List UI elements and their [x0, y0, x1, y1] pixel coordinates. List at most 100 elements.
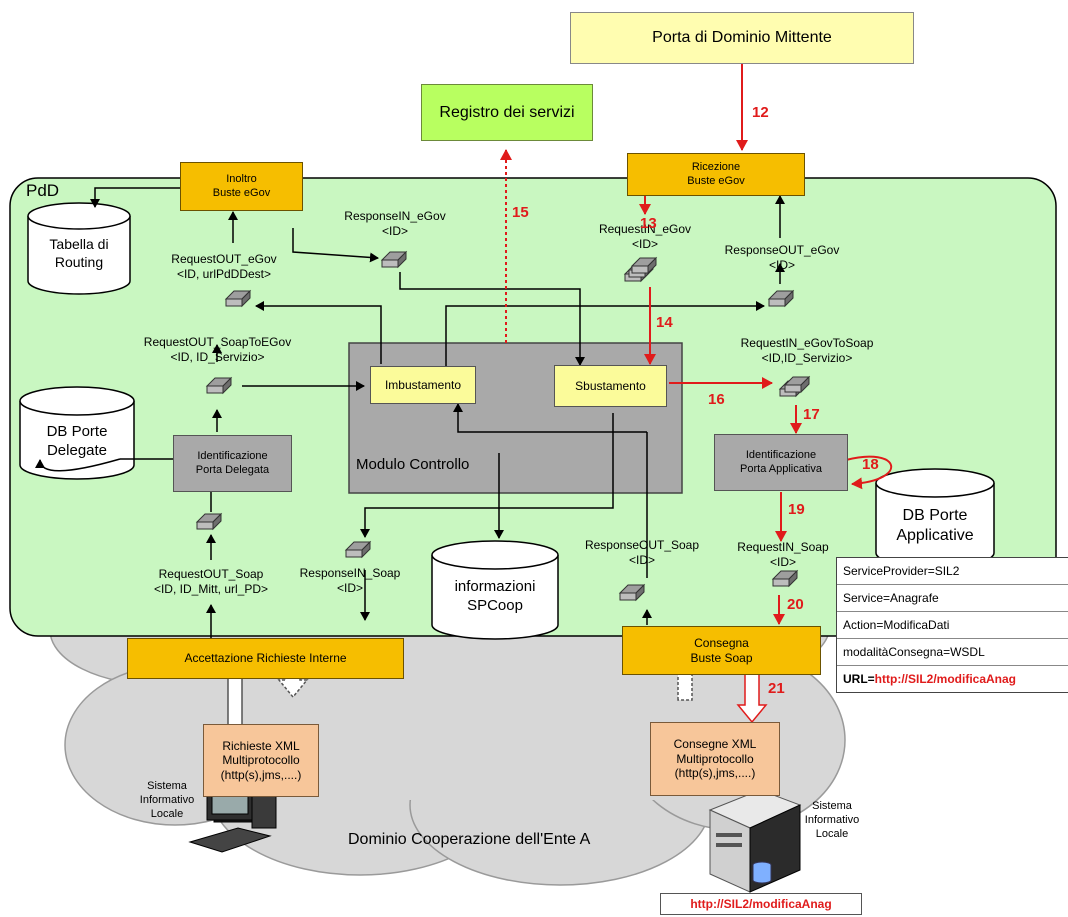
db-line: Applicative [896, 527, 974, 544]
msg-line: RequestOUT_Soap [158, 567, 264, 581]
msg-line: RequestOUT_eGov [171, 252, 277, 266]
table-row: Service=Anagrafe [837, 585, 1068, 612]
box-line: Consegne XML [673, 737, 757, 752]
box-line: Buste Soap [690, 650, 753, 665]
msg-line: <ID> [628, 553, 655, 567]
sbustamento-box: Sbustamento [554, 365, 667, 407]
step-number: 17 [803, 406, 820, 423]
step-number: 15 [512, 204, 529, 221]
sistema-informativo-left-label: Sistema Informativo Locale [136, 780, 198, 821]
request-out-egov-label: RequestOUT_eGov <ID, urlPdDDest> [140, 252, 308, 282]
db-line: Tabella di [49, 236, 109, 252]
msg-line: <ID> [631, 237, 658, 251]
msg-line: ResponseIN_eGov [344, 209, 446, 223]
box-line: Imbustamento [384, 377, 462, 392]
response-out-egov-label: ResponseOUT_eGov <ID> [712, 243, 852, 273]
box-line: Richieste XML [222, 738, 300, 753]
msg-line: <ID> [769, 555, 796, 569]
db-porte-applicative-label: DB Porte Applicative [878, 506, 992, 546]
box-line: Sbustamento [575, 378, 646, 393]
table-row: modalitàConsegna=WSDL [837, 639, 1068, 666]
msg-line: <ID> [381, 224, 408, 238]
db-line: DB Porte [902, 507, 968, 524]
service-info-table: ServiceProvider=SIL2 Service=Anagrafe Ac… [836, 557, 1068, 693]
flow-arrows-black [35, 187, 785, 640]
table-row: ServiceProvider=SIL2 [837, 558, 1068, 585]
box-line: Ricezione [691, 161, 741, 174]
identificazione-porta-applicativa-box: Identificazione Porta Applicativa [714, 434, 848, 491]
box-line: Buste eGov [212, 186, 271, 199]
richieste-xml-box: Richieste XML Multiprotocollo (http(s),j… [203, 724, 319, 797]
registro-servizi-box: Registro dei servizi [421, 84, 593, 141]
request-out-soap-label: RequestOUT_Soap <ID, ID_Mitt, url_PD> [118, 567, 304, 597]
response-in-egov-label: ResponseIN_eGov <ID> [335, 209, 455, 239]
url-prefix: URL= [843, 672, 875, 686]
informazioni-spcoop-label: informazioni SPCoop [434, 578, 556, 616]
ricezione-buste-egov-box: Ricezione Buste eGov [627, 153, 805, 196]
system-line: Locale [815, 827, 849, 840]
request-in-soap-label: RequestIN_Soap <ID> [718, 540, 848, 570]
system-line: Sistema [147, 780, 187, 792]
accettazione-richieste-box: Accettazione Richieste Interne [127, 638, 404, 679]
box-line: (http(s),jms,....) [674, 766, 756, 781]
request-out-soaptoegov-label: RequestOUT_SoapToEGov <ID, ID_Servizio> [125, 335, 310, 365]
db-line: informazioni [454, 578, 536, 595]
system-line: Sistema [812, 800, 852, 812]
consegne-xml-box: Consegne XML Multiprotocollo (http(s),jm… [650, 722, 780, 796]
response-out-soap-label: ResponseOUT_Soap <ID> [567, 538, 717, 568]
server-url-label: http://SIL2/modificaAnag [660, 893, 862, 915]
box-line: Multiprotocollo [222, 753, 300, 768]
identificazione-porta-delegata-box: Identificazione Porta Delegata [173, 435, 292, 492]
response-in-soap-label: ResponseIN_Soap <ID> [290, 566, 410, 596]
table-row: Action=ModificaDati [837, 612, 1068, 639]
imbustamento-box: Imbustamento [370, 366, 476, 404]
box-line: Identificazione [197, 450, 268, 463]
request-in-egovtosoap-label: RequestIN_eGovToSoap <ID,ID_Servizio> [712, 336, 902, 366]
tabella-routing-label: Tabella di Routing [30, 236, 128, 271]
msg-line: ResponseIN_Soap [299, 566, 401, 580]
box-line: Accettazione Richieste Interne [184, 651, 347, 666]
consegna-buste-soap-box: Consegna Buste Soap [622, 626, 821, 675]
msg-line: ResponseOUT_eGov [724, 243, 840, 257]
step-number: 20 [787, 596, 804, 613]
request-in-egov-label: RequestIN_eGov <ID> [585, 222, 705, 252]
registro-servizi-label: Registro dei servizi [439, 103, 575, 121]
msg-line: <ID,ID_Servizio> [761, 351, 853, 365]
msg-line: RequestIN_eGovToSoap [740, 336, 874, 350]
box-line: (http(s),jms,....) [220, 767, 302, 782]
db-line: Routing [54, 253, 104, 270]
msg-line: ResponseOUT_Soap [584, 538, 700, 552]
step-number: 13 [640, 215, 657, 232]
box-line: Inoltro [226, 173, 257, 186]
msg-line: <ID, urlPdDDest> [176, 267, 272, 281]
url-value: http://SIL2/modificaAnag [874, 672, 1017, 686]
server-icon [708, 789, 802, 893]
step-number: 14 [656, 314, 673, 331]
system-line: Informativo [804, 813, 860, 826]
sistema-informativo-right-label: Sistema Informativo Locale [800, 800, 864, 841]
system-line: Informativo [139, 793, 195, 806]
inoltro-buste-egov-box: Inoltro Buste eGov [180, 162, 303, 211]
step-number: 19 [788, 501, 805, 518]
flow-arrows-red [500, 62, 893, 625]
system-line: Locale [150, 807, 184, 820]
pdd-label: PdD [26, 181, 60, 200]
db-line: Delegate [46, 441, 108, 459]
porta-dominio-mittente-label: Porta di Dominio Mittente [652, 29, 832, 47]
box-line: Consegna [694, 636, 749, 651]
box-line: Multiprotocollo [676, 751, 754, 766]
msg-line: RequestIN_Soap [737, 540, 829, 554]
step-number: 18 [862, 456, 879, 473]
db-porte-applicative-db-shape [875, 468, 995, 568]
step-number: 21 [768, 680, 785, 697]
msg-line: RequestOUT_SoapToEGov [143, 335, 292, 349]
db-porte-delegate-label: DB Porte Delegate [22, 423, 132, 461]
porta-dominio-mittente-box: Porta di Dominio Mittente [570, 12, 914, 64]
box-line: Porta Delegata [195, 463, 270, 476]
modulo-controllo-label: Modulo Controllo [356, 456, 470, 473]
box-line: Porta Applicativa [740, 462, 822, 475]
step-number: 16 [708, 391, 725, 408]
box-line: Buste eGov [687, 174, 745, 187]
box-line: Identificazione [745, 449, 817, 462]
